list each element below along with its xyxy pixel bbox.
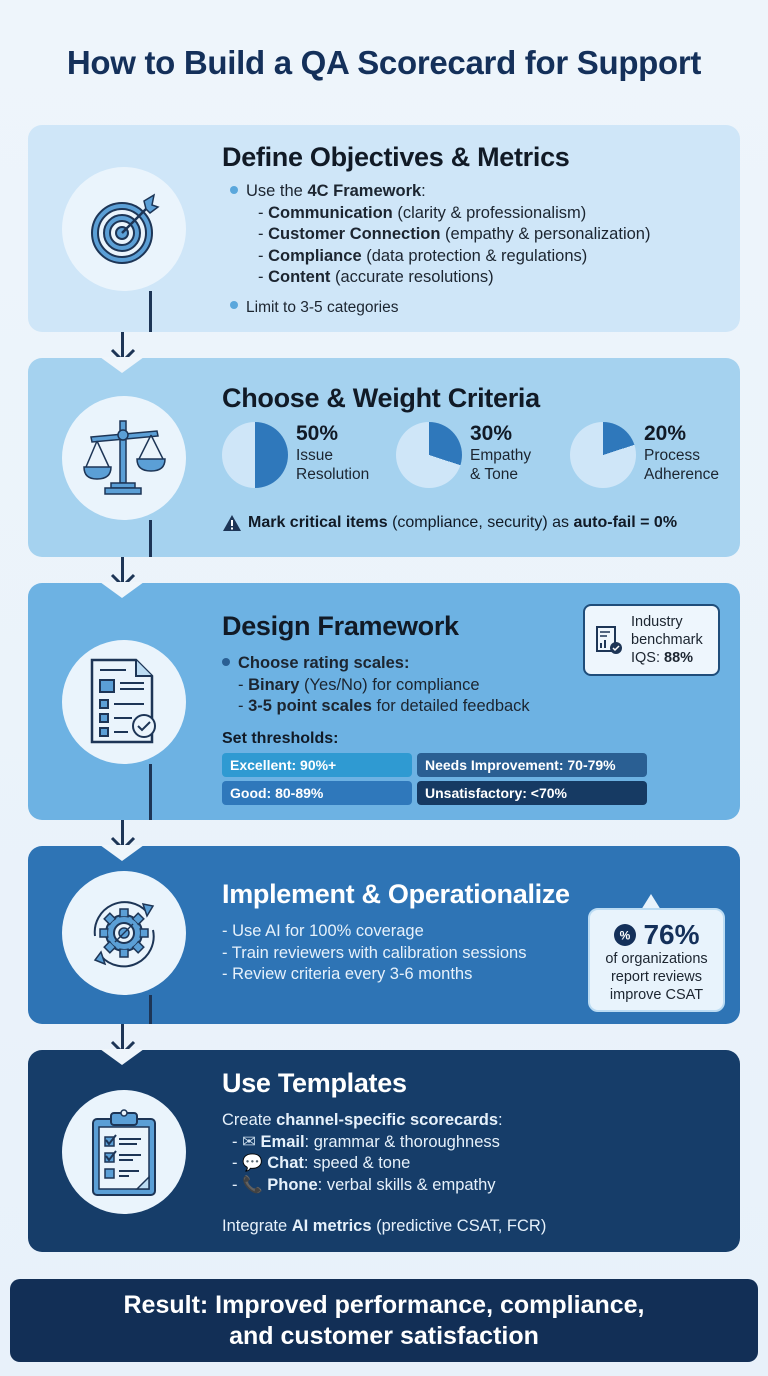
clipboard-icon-circle <box>62 1090 186 1214</box>
step-body: - Use AI for 100% coverage - Train revie… <box>222 922 527 983</box>
step-body: Create channel-specific scorecards: - ✉ … <box>222 1111 547 1235</box>
threshold-good: Good: 80-89% <box>222 781 412 805</box>
balance-scale-icon <box>83 420 166 495</box>
email-icon: ✉ <box>242 1132 256 1151</box>
step-heading: Design Framework <box>222 611 459 641</box>
document-icon-circle <box>62 640 186 764</box>
csat-stat-callout: % 76% of organizations report reviews im… <box>588 908 725 1012</box>
step-body: Choose rating scales: - Binary (Yes/No) … <box>222 653 530 718</box>
clipboard-checklist-icon <box>92 1109 156 1196</box>
gear-icon-circle <box>62 871 186 995</box>
target-icon-circle <box>62 167 186 291</box>
warning-icon <box>223 515 241 531</box>
weight-item: 30%Empathy& Tone <box>396 422 548 488</box>
industry-benchmark-badge: Industry benchmark IQS: 88% <box>583 604 720 676</box>
page-title: How to Build a QA Scorecard for Support <box>66 44 702 81</box>
phone-icon: 📞 <box>242 1175 263 1194</box>
threshold-excellent: Excellent: 90%+ <box>222 753 412 777</box>
step-heading: Define Objectives & Metrics <box>222 142 570 172</box>
step-use-templates: Use Templates Create channel-specific sc… <box>28 1049 740 1252</box>
step-heading: Use Templates <box>222 1068 407 1098</box>
scale-icon-circle <box>62 396 186 520</box>
gear-cycle-icon <box>93 901 155 968</box>
step-implement: Implement & Operationalize - Use AI for … <box>28 845 740 1024</box>
document-checklist-icon <box>90 658 156 744</box>
chat-bubble-icon: 💬 <box>242 1154 263 1172</box>
threshold-needs-improvement: Needs Improvement: 70-79% <box>417 753 647 777</box>
result-banner: Result: Improved performance, compliance… <box>10 1279 758 1362</box>
pie-chart-icon <box>222 422 288 488</box>
step-heading: Implement & Operationalize <box>222 879 570 909</box>
pie-chart-icon <box>570 422 636 488</box>
svg-text:%: % <box>620 929 631 943</box>
threshold-unsatisfactory: Unsatisfactory: <70% <box>417 781 647 805</box>
step-define-objectives: Define Objectives & Metrics Use the 4C F… <box>28 125 740 332</box>
target-icon <box>91 193 160 264</box>
thresholds-label: Set thresholds: <box>222 730 339 747</box>
step-body: Use the 4C Framework: - Communication (c… <box>230 181 650 318</box>
step-design-framework: Design Framework Choose rating scales: -… <box>28 582 740 820</box>
step-heading: Choose & Weight Criteria <box>222 383 540 413</box>
percent-badge-icon: % <box>614 924 637 946</box>
report-chart-icon <box>596 626 622 654</box>
auto-fail-warning: Mark critical items (compliance, securit… <box>222 514 677 532</box>
pie-chart-icon <box>396 422 462 488</box>
